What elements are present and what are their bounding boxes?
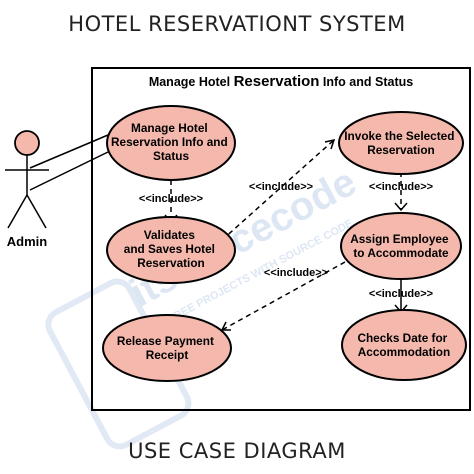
usecase-checks[interactable]: Checks Date for Accommodation <box>341 309 467 381</box>
usecase-release-line-2: Receipt <box>146 348 189 362</box>
usecase-validate-line-1: Validates <box>144 228 196 242</box>
include-label: <<include>> <box>264 267 328 279</box>
usecase-validate-line-2: and Saves Hotel <box>124 242 215 256</box>
actor-label: Admin <box>7 234 48 249</box>
svg-text:Checks Date for Accommod: Checks Date for Accommodation <box>357 331 450 359</box>
usecase-manage-line-2: Reservation Info and <box>111 135 228 149</box>
include-label: <<include>> <box>139 193 203 205</box>
usecase-checks-line-2: Accommodation <box>358 345 450 359</box>
usecase-validate[interactable]: Validates and Saves Hotel Reservation <box>106 216 236 284</box>
svg-text:Release Payment Receipt: Release Payment Receipt <box>117 334 217 362</box>
usecase-checks-line-1: Checks Date for <box>357 331 447 345</box>
boundary-title: Manage Hotel Reservation Info and Status <box>149 73 413 90</box>
svg-text:Invoke the Selected Rese: Invoke the Selected Reservation <box>344 129 457 157</box>
actor-right-leg <box>26 194 47 229</box>
svg-text:Manage Hotel Reservation: Manage Hotel Reservation Info and Status <box>111 121 231 163</box>
include-label: <<include>> <box>249 181 313 193</box>
usecase-invoke-line-2: Reservation <box>367 143 435 157</box>
usecase-manage[interactable]: Manage Hotel Reservation Info and Status <box>106 105 236 181</box>
association-line <box>29 151 109 191</box>
usecase-assign-line-2: to Accommodate <box>353 246 449 260</box>
include-label: <<include>> <box>369 181 433 193</box>
diagram-title: HOTEL RESERVATIONT SYSTEM <box>68 12 405 36</box>
svg-text:Assign Employee to Accom: Assign Employee to Accommodate <box>350 232 452 260</box>
actor-left-leg <box>7 194 28 229</box>
arrowhead <box>324 138 336 150</box>
usecase-assign-line-1: Assign Employee <box>350 232 449 246</box>
include-assign-release <box>221 261 346 331</box>
arrowhead <box>220 321 231 331</box>
actor-head <box>14 130 40 156</box>
actor-admin[interactable]: Admin <box>5 130 49 249</box>
watermark-logo: itsourcecode FREE PROJECTS WITH SOURCE C… <box>45 160 363 450</box>
usecase-release-line-1: Release Payment <box>117 334 214 348</box>
usecase-invoke[interactable]: Invoke the Selected Reservation <box>338 111 464 175</box>
association-line <box>29 134 109 169</box>
usecase-manage-line-3: Status <box>153 149 189 163</box>
arrowhead <box>394 202 408 212</box>
include-label: <<include>> <box>369 288 433 300</box>
diagram-caption: USE CASE DIAGRAM <box>128 439 346 463</box>
usecase-manage-line-1: Manage Hotel <box>131 121 208 135</box>
system-boundary <box>91 67 471 411</box>
usecase-validate-line-3: Reservation <box>137 256 205 270</box>
usecase-invoke-line-1: Invoke the Selected <box>344 129 454 143</box>
usecase-assign[interactable]: Assign Employee to Accommodate <box>340 212 462 280</box>
usecase-release[interactable]: Release Payment Receipt <box>102 314 232 382</box>
svg-text:Validates and Saves Hote: Validates and Saves Hotel Reservation <box>124 228 218 270</box>
include-validate-invoke <box>221 139 335 241</box>
